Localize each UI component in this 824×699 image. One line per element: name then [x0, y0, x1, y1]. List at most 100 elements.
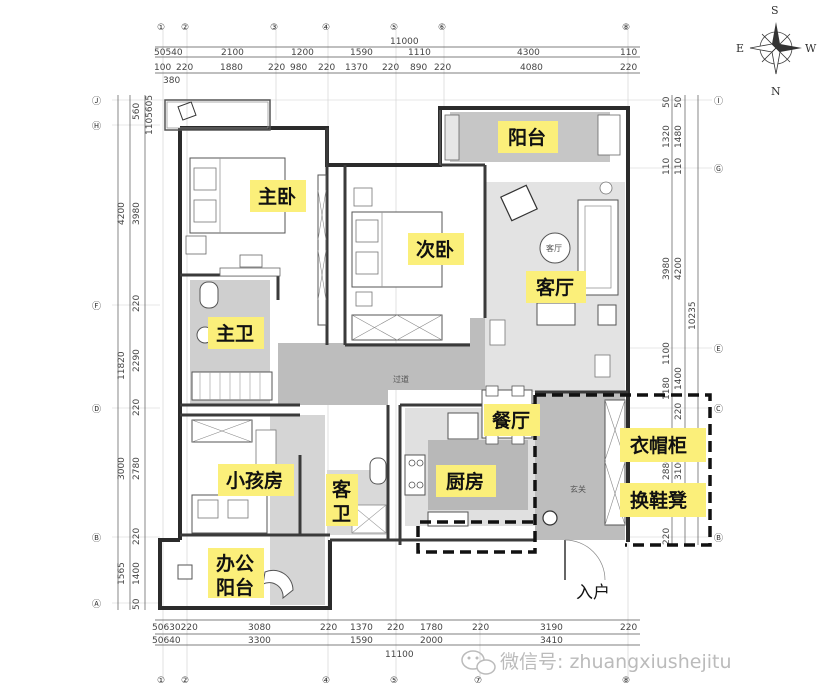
master-bath-fixtures — [191, 281, 273, 401]
label-guest-bath-1: 客 — [332, 478, 352, 501]
svg-text:220: 220 — [176, 63, 193, 73]
svg-text:1110: 1110 — [408, 48, 431, 58]
svg-text:Ⓑ: Ⓑ — [92, 533, 101, 544]
svg-text:2880: 2880 — [662, 457, 672, 480]
svg-text:100: 100 — [154, 63, 171, 73]
label-office-1: 办公 — [216, 552, 254, 575]
compass-icon: S E W N — [736, 4, 817, 98]
svg-text:110: 110 — [662, 158, 672, 175]
axis-top-8: ⑧ — [622, 23, 630, 33]
axis-top-5: ⑤ — [390, 23, 398, 33]
fridge-icon — [447, 412, 479, 440]
svg-text:1565: 1565 — [117, 562, 127, 585]
top-axis-markers: ① ② ③ ④ ⑤ ⑥ ⑧ — [157, 23, 630, 33]
svg-text:Ⓕ: Ⓕ — [92, 301, 101, 312]
svg-text:①: ① — [157, 676, 165, 686]
highlight-dashed-frames — [416, 393, 712, 554]
compass-w: W — [805, 42, 817, 55]
second-bed-icon — [351, 187, 443, 341]
svg-text:1400: 1400 — [674, 367, 684, 390]
svg-text:220: 220 — [318, 63, 335, 73]
svg-text:3980: 3980 — [662, 257, 672, 280]
svg-text:220: 220 — [662, 528, 672, 545]
svg-text:220: 220 — [472, 623, 489, 633]
axis-top-6: ⑥ — [438, 23, 446, 33]
svg-text:Ⓒ: Ⓒ — [714, 404, 723, 415]
svg-text:220: 220 — [620, 63, 637, 73]
svg-text:3410: 3410 — [540, 636, 563, 646]
svg-text:1180: 1180 — [662, 377, 672, 400]
left-dimension-lines — [117, 95, 146, 610]
svg-text:50: 50 — [674, 96, 684, 108]
dims-top-row2: 100 220 1880 220 980 220 1370 220 890 22… — [154, 63, 637, 73]
svg-text:220: 220 — [268, 63, 285, 73]
left-axis-markers: Ⓙ Ⓗ Ⓕ Ⓓ Ⓑ Ⓐ — [92, 96, 101, 610]
svg-text:560: 560 — [132, 103, 142, 120]
label-office-2: 阳台 — [216, 576, 254, 599]
svg-text:1400: 1400 — [132, 562, 142, 585]
label-living-icon: 客厅 — [546, 243, 562, 253]
svg-text:②: ② — [181, 676, 189, 686]
svg-text:2780: 2780 — [132, 457, 142, 480]
svg-text:10235: 10235 — [688, 301, 698, 330]
label-master-bath: 主卫 — [216, 323, 254, 345]
watermark: 微信号: zhuangxiushejitu — [461, 650, 732, 675]
dims-bottom-row2: 50640 3300 1590 2000 3410 — [152, 636, 563, 646]
right-axis-markers: Ⓘ Ⓖ Ⓔ Ⓒ Ⓑ — [714, 96, 723, 544]
svg-text:11820: 11820 — [117, 351, 127, 380]
svg-text:1370: 1370 — [350, 623, 373, 633]
svg-text:2290: 2290 — [132, 349, 142, 372]
svg-text:220: 220 — [382, 63, 399, 73]
svg-text:Ⓑ: Ⓑ — [714, 533, 723, 544]
svg-text:50: 50 — [662, 96, 672, 108]
svg-text:Ⓔ: Ⓔ — [714, 344, 723, 355]
svg-text:3000: 3000 — [117, 457, 127, 480]
svg-text:Ⓓ: Ⓓ — [92, 404, 101, 415]
svg-text:Ⓘ: Ⓘ — [714, 96, 723, 107]
svg-text:2000: 2000 — [420, 636, 443, 646]
svg-text:1590: 1590 — [350, 636, 373, 646]
svg-text:1590: 1590 — [350, 48, 373, 58]
top-dimension-lines — [155, 46, 640, 74]
svg-text:Ⓙ: Ⓙ — [92, 96, 101, 107]
svg-text:2100: 2100 — [221, 48, 244, 58]
svg-text:220: 220 — [387, 623, 404, 633]
svg-text:⑦: ⑦ — [474, 676, 482, 686]
svg-text:3080: 3080 — [248, 623, 271, 633]
svg-text:⑤: ⑤ — [390, 676, 398, 686]
axis-top-1: ① — [157, 23, 165, 33]
svg-text:3100: 3100 — [674, 457, 684, 480]
svg-text:980: 980 — [290, 63, 307, 73]
label-wardrobe: 衣帽柜 — [630, 434, 687, 457]
dim-top-extra: 380 — [163, 76, 180, 86]
bottom-axis-markers: ① ② ④ ⑤ ⑦ ⑧ — [157, 676, 630, 686]
axis-top-4: ④ — [322, 23, 330, 33]
label-kitchen: 厨房 — [446, 470, 484, 493]
balcony-fixtures — [439, 110, 621, 165]
svg-text:1200: 1200 — [291, 48, 314, 58]
right-dim-texts: 1320 1480 3980 4200 10235 1100 1180 1400… — [662, 96, 698, 545]
svg-text:④: ④ — [322, 676, 330, 686]
compass-s: S — [771, 4, 779, 17]
svg-text:3980: 3980 — [132, 202, 142, 225]
svg-text:1320: 1320 — [662, 125, 672, 148]
right-dimension-lines — [671, 95, 699, 545]
svg-text:Ⓐ: Ⓐ — [92, 599, 101, 610]
left-dim-texts: 4200 11820 560 1105605 3980 220 2290 220… — [117, 95, 155, 610]
label-bg-master-bedroom — [250, 180, 306, 212]
svg-text:220: 220 — [620, 623, 637, 633]
svg-text:220: 220 — [132, 399, 142, 416]
label-shoe-bench: 换鞋凳 — [630, 489, 688, 512]
svg-text:1780: 1780 — [420, 623, 443, 633]
svg-text:50640: 50640 — [152, 636, 181, 646]
svg-text:⑧: ⑧ — [622, 676, 630, 686]
svg-text:50: 50 — [132, 598, 142, 610]
svg-text:4200: 4200 — [674, 257, 684, 280]
label-guest-bath-2: 卫 — [332, 503, 351, 525]
svg-text:1100: 1100 — [662, 342, 672, 365]
svg-text:Ⓖ: Ⓖ — [714, 164, 723, 175]
label-second-bedroom: 次卧 — [416, 238, 454, 261]
dims-bottom-row1: 50630220 3080 220 1370 220 1780 220 3190… — [152, 623, 637, 633]
svg-text:1480: 1480 — [674, 125, 684, 148]
dim-top-total: 11000 — [390, 37, 419, 47]
